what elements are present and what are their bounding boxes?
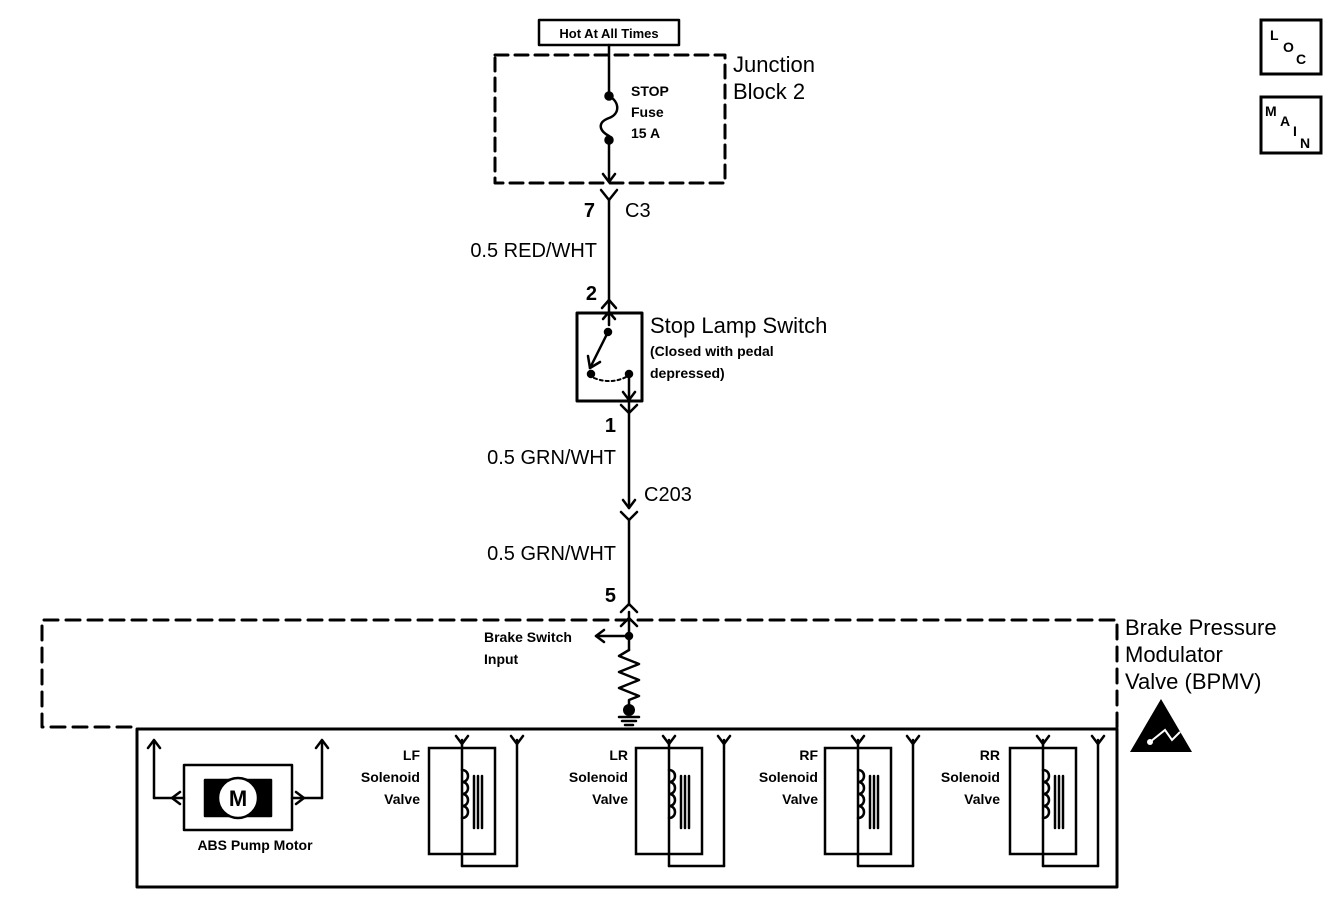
switch-name: Stop Lamp Switch xyxy=(650,313,827,338)
esd-warning-icon xyxy=(1130,699,1192,752)
solenoid-valve-symbol xyxy=(634,734,732,868)
junction-block-outline xyxy=(493,53,727,185)
solenoid-valves xyxy=(427,734,1106,868)
main-button[interactable]: M A I N xyxy=(1259,95,1323,155)
coil-icon xyxy=(667,768,677,820)
fuse-icon xyxy=(599,94,619,138)
solenoid-valve-symbol xyxy=(823,734,921,868)
brake-switch-input-2: Input xyxy=(484,651,519,667)
valve-label-1: RF xyxy=(799,747,818,763)
switch-pin-in: 2 xyxy=(586,283,597,305)
switch-note-2: depressed) xyxy=(650,365,725,381)
valve-label-1: RR xyxy=(980,747,1000,763)
valve-label-1: LR xyxy=(609,747,628,763)
valve-label-3: Valve xyxy=(592,791,628,807)
wire-1-label: 0.5 RED/WHT xyxy=(470,240,597,262)
loc-letter-2: O xyxy=(1283,39,1294,55)
bpmv-outline xyxy=(40,618,1119,729)
loc-letter-1: L xyxy=(1270,27,1279,43)
valve-label-3: Valve xyxy=(384,791,420,807)
bpmv-name-3: Valve (BPMV) xyxy=(1125,669,1262,694)
c203-name: C203 xyxy=(644,484,692,506)
loc-letter-3: C xyxy=(1296,51,1306,67)
c3-pin: 7 xyxy=(584,200,595,222)
switch-note-1: (Closed with pedal xyxy=(650,343,774,359)
brake-switch-input-1: Brake Switch xyxy=(484,629,572,645)
solenoid-valve-symbol xyxy=(427,734,525,868)
wire-2-label: 0.5 GRN/WHT xyxy=(487,447,616,469)
c3-name: C3 xyxy=(625,200,651,222)
valve-label-3: Valve xyxy=(964,791,1000,807)
solenoid-valve-symbol xyxy=(1008,734,1106,868)
bpmv-body xyxy=(135,727,1119,889)
fuse-rating: 15 A xyxy=(631,125,660,141)
bpmv-name-1: Brake Pressure xyxy=(1125,615,1277,640)
ground-icon xyxy=(617,704,641,727)
fuse-label: Fuse xyxy=(631,104,664,120)
fuse-name: STOP xyxy=(631,83,669,99)
switch-pin-out: 1 xyxy=(605,415,616,437)
valve-label-2: Solenoid xyxy=(941,769,1000,785)
resistor-icon xyxy=(617,648,641,708)
motor-symbol: M xyxy=(229,786,247,811)
coil-icon xyxy=(856,768,866,820)
loc-button[interactable]: L O C xyxy=(1259,18,1323,76)
main-letter-1: M xyxy=(1265,103,1277,119)
junction-block-name-1: Junction xyxy=(733,52,815,77)
main-letter-2: A xyxy=(1280,113,1290,129)
main-letter-4: N xyxy=(1300,135,1310,151)
valve-label-3: Valve xyxy=(782,791,818,807)
abs-pump-motor-label: ABS Pump Motor xyxy=(197,837,313,853)
main-letter-3: I xyxy=(1293,123,1297,139)
coil-icon xyxy=(460,768,470,820)
coil-icon xyxy=(1041,768,1051,820)
bpmv-name-2: Modulator xyxy=(1125,642,1223,667)
valve-label-1: LF xyxy=(403,747,421,763)
wire-3-label: 0.5 GRN/WHT xyxy=(487,543,616,565)
valve-label-2: Solenoid xyxy=(361,769,420,785)
bpmv-pin: 5 xyxy=(605,585,616,607)
valve-label-2: Solenoid xyxy=(569,769,628,785)
valve-label-2: Solenoid xyxy=(759,769,818,785)
abs-pump-motor-symbol xyxy=(146,738,330,832)
stop-lamp-switch-symbol xyxy=(575,298,644,414)
supply-label: Hot At All Times xyxy=(559,26,658,41)
connector-c3 xyxy=(599,188,619,202)
junction-block-name-2: Block 2 xyxy=(733,79,805,104)
